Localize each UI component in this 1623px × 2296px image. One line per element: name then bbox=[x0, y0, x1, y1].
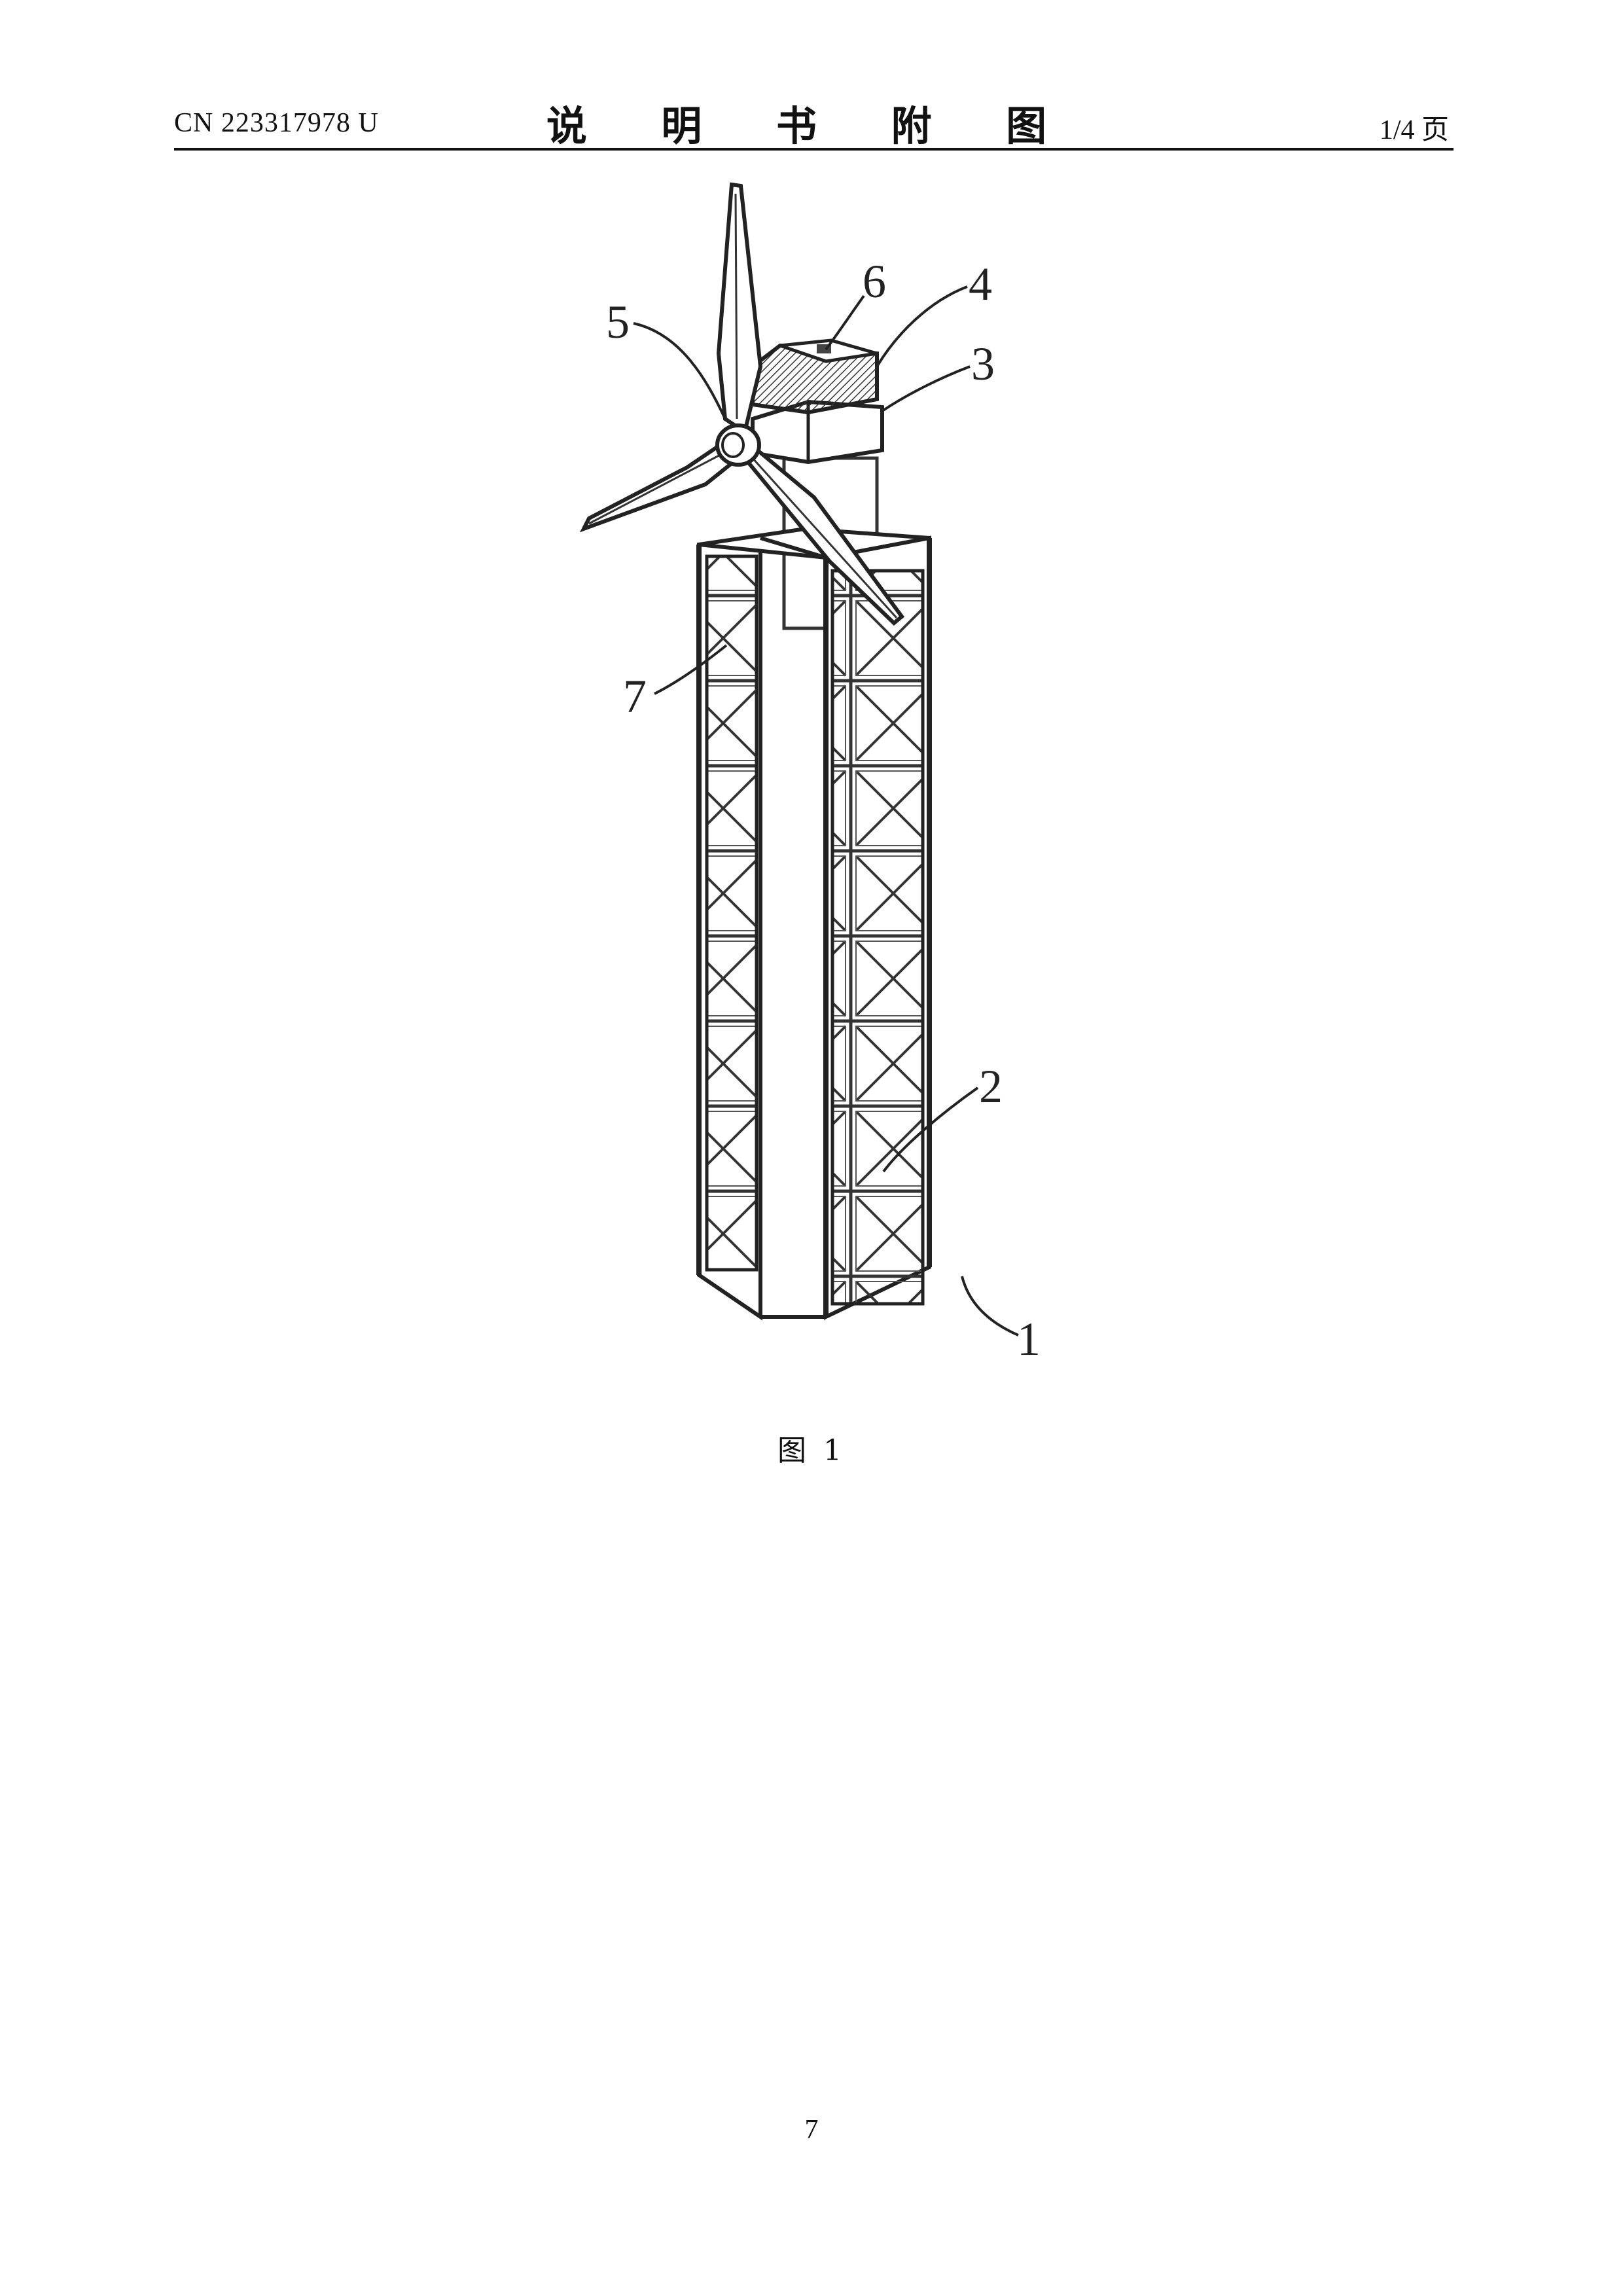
ref-label-5: 5 bbox=[606, 296, 630, 348]
ref-label-3: 3 bbox=[971, 338, 995, 390]
ref-label-1: 1 bbox=[1017, 1313, 1041, 1365]
lattice-frame bbox=[699, 529, 929, 1317]
top-cabin bbox=[753, 340, 877, 412]
ref-label-6: 6 bbox=[863, 255, 886, 308]
wind-turbine-figure: 5 6 4 3 7 2 1 bbox=[0, 0, 1623, 1407]
ref-label-4: 4 bbox=[969, 258, 992, 310]
figure-caption: 图 1 bbox=[0, 1427, 1623, 1469]
ref-label-7: 7 bbox=[623, 670, 647, 723]
ref-label-2: 2 bbox=[979, 1060, 1003, 1113]
page-number: 7 bbox=[0, 2114, 1623, 2145]
